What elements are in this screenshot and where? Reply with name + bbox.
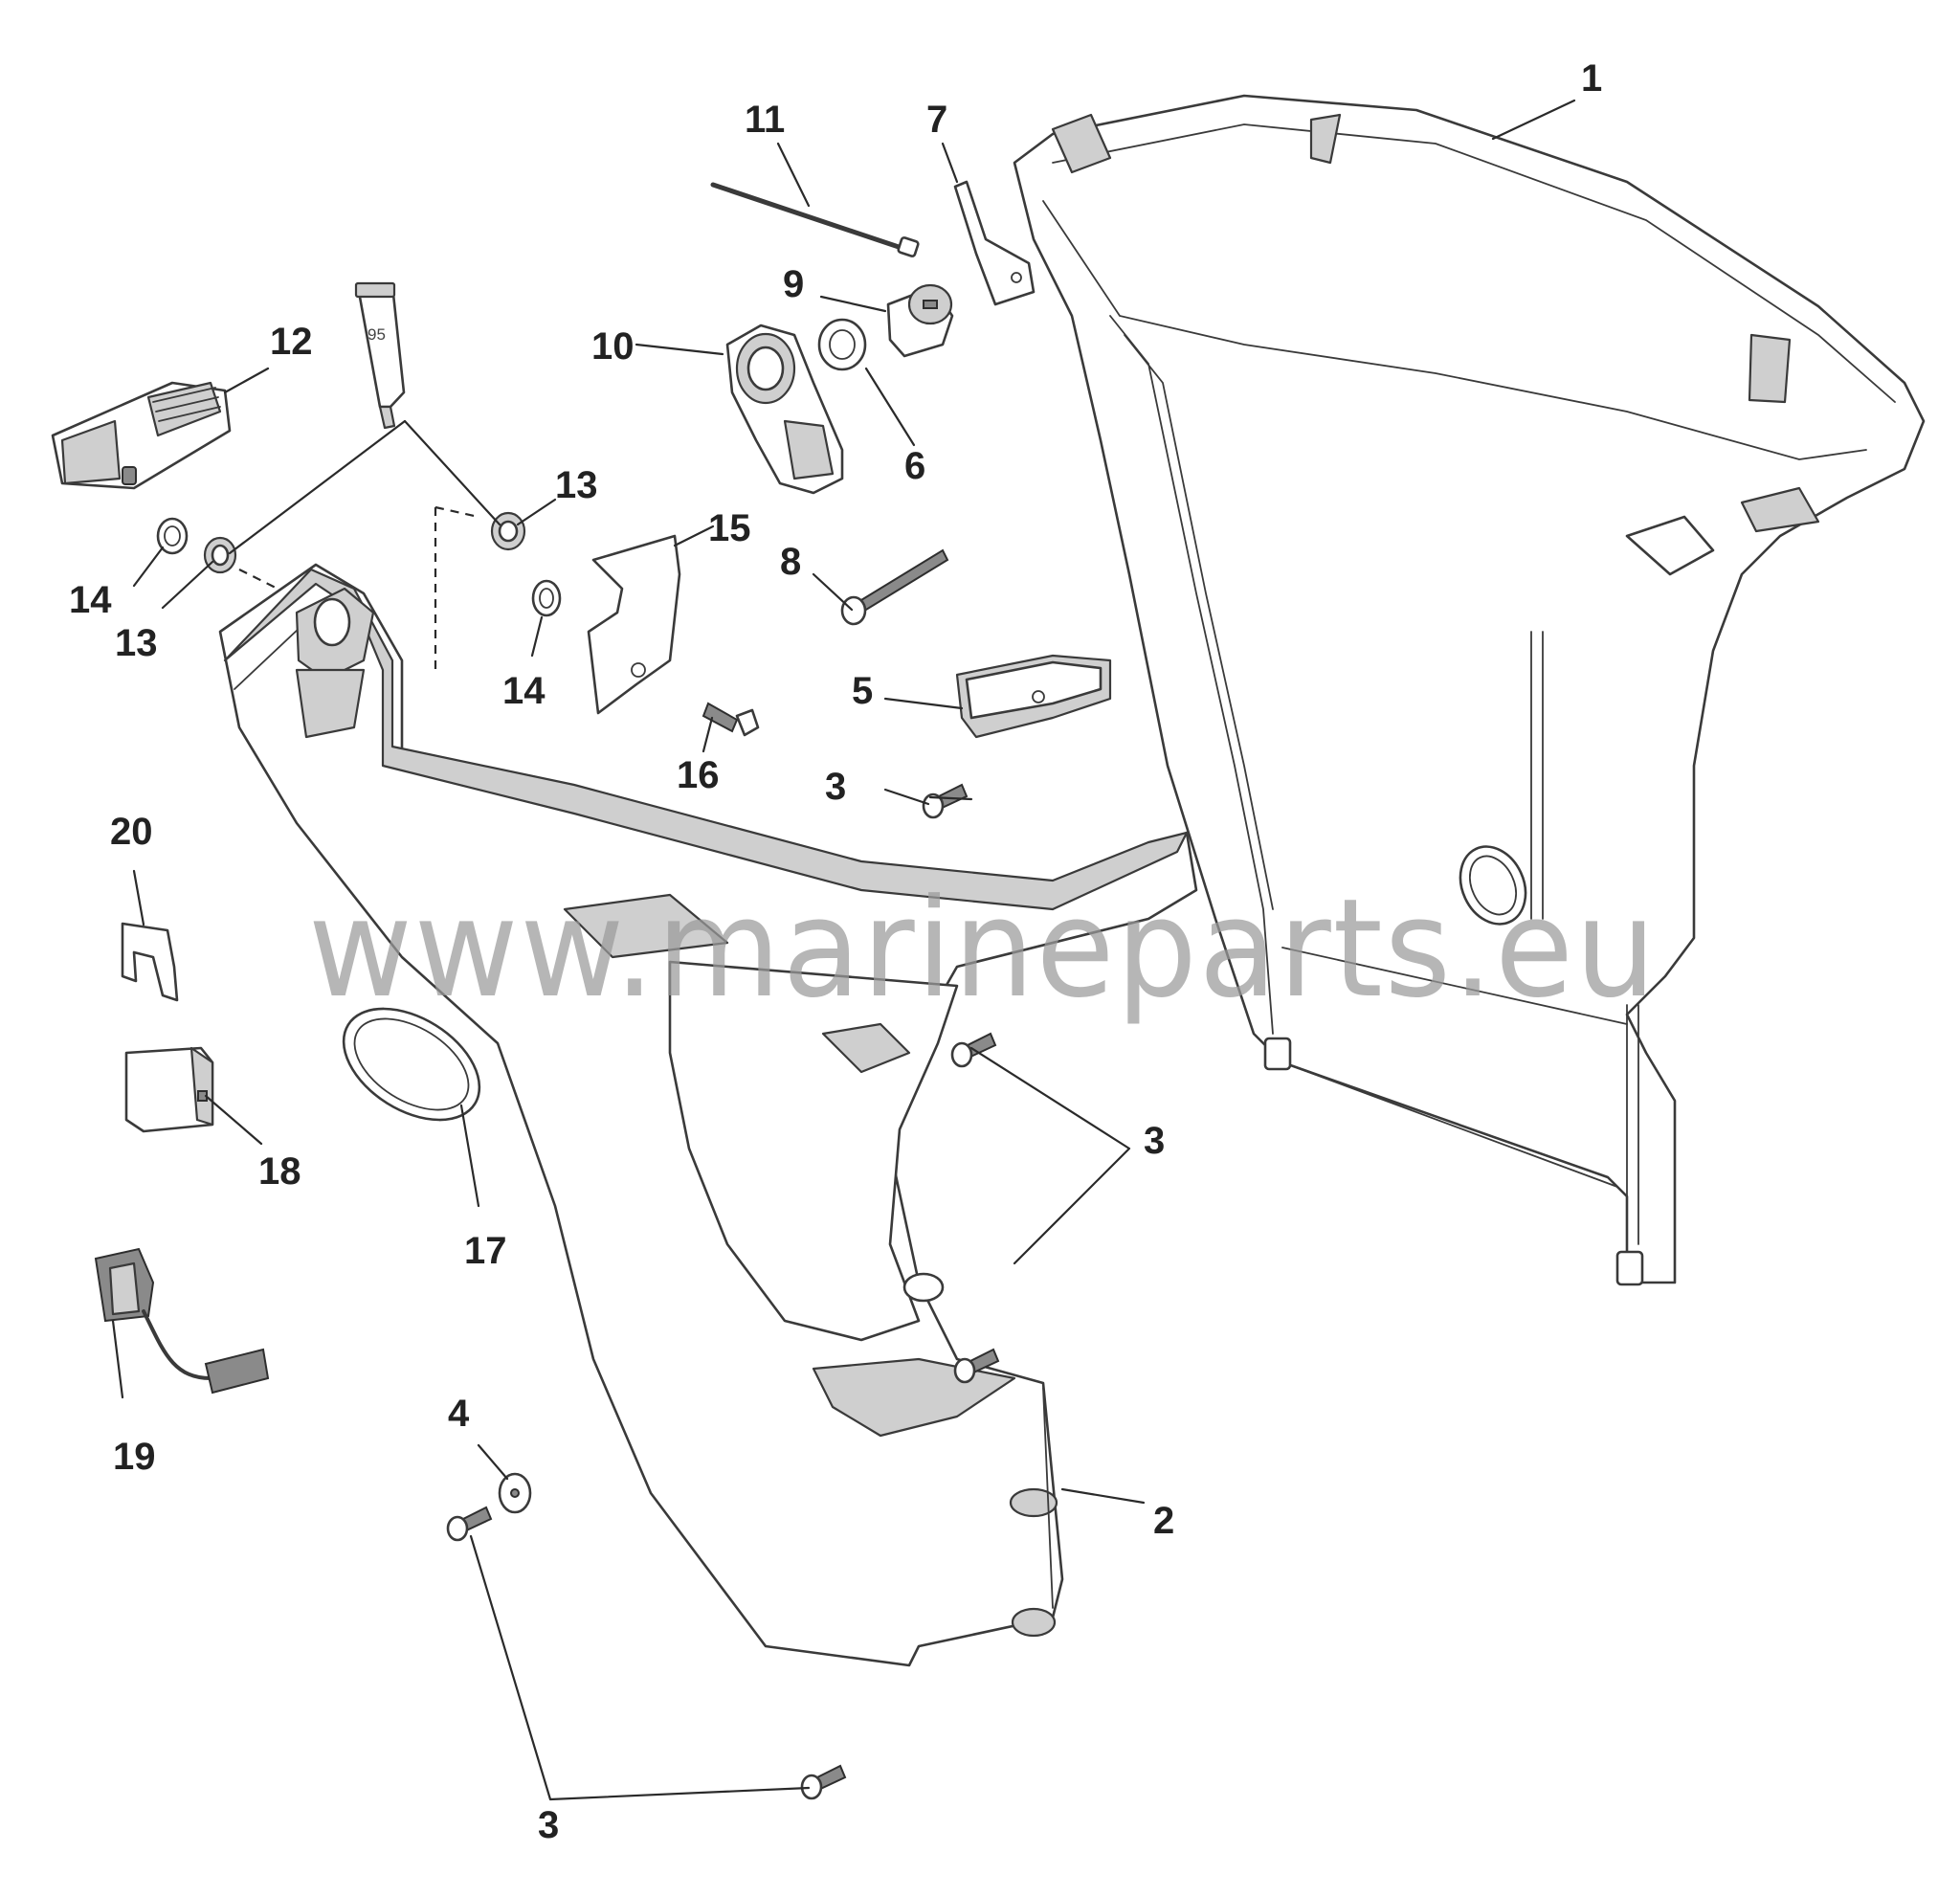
part-9-plug bbox=[886, 283, 954, 358]
callout-3-bottom: 3 bbox=[538, 1804, 559, 1846]
part-10-adapter bbox=[725, 324, 844, 495]
callout-13-right: 13 bbox=[555, 464, 598, 506]
callout-12: 12 bbox=[270, 321, 313, 363]
tube-label: 95 bbox=[368, 325, 386, 344]
part-3-screws bbox=[446, 783, 1000, 1800]
callout-8: 8 bbox=[780, 541, 801, 583]
part-15-plate bbox=[587, 534, 681, 715]
part-7-bracket bbox=[953, 180, 1036, 306]
callout-15: 15 bbox=[708, 507, 751, 549]
callout-17: 17 bbox=[464, 1230, 507, 1272]
callout-20: 20 bbox=[110, 811, 153, 853]
callout-14-right: 14 bbox=[502, 670, 546, 712]
part-19-harness bbox=[94, 1247, 270, 1395]
callout-2: 2 bbox=[1153, 1500, 1174, 1542]
callout-5: 5 bbox=[852, 670, 873, 712]
part-13-grommet-b bbox=[490, 511, 526, 551]
callout-6: 6 bbox=[904, 445, 925, 487]
part-5-cover-plate bbox=[955, 654, 1112, 739]
part-2-lower-chaps bbox=[218, 563, 1198, 1667]
part-17-oval-cover bbox=[342, 1007, 481, 1122]
callout-1: 1 bbox=[1581, 57, 1602, 100]
part-1-upper-chaps bbox=[1013, 94, 1926, 1286]
callout-9: 9 bbox=[783, 263, 804, 305]
callout-4: 4 bbox=[448, 1393, 470, 1435]
part-16-bolt bbox=[702, 702, 760, 737]
screw-e bbox=[800, 1764, 847, 1800]
callout-19: 19 bbox=[113, 1436, 156, 1478]
part-8-bolt bbox=[840, 548, 949, 626]
callout-18: 18 bbox=[258, 1150, 301, 1193]
callout-3-upper: 3 bbox=[825, 766, 846, 808]
part-20-clip bbox=[121, 922, 179, 1002]
callout-3-right: 3 bbox=[1144, 1120, 1165, 1162]
callout-11: 11 bbox=[745, 99, 785, 141]
screw-c bbox=[953, 1348, 1000, 1384]
part-14-oring-b bbox=[531, 579, 562, 617]
callout-7: 7 bbox=[926, 99, 947, 141]
part-6-grommet bbox=[817, 318, 867, 371]
callout-13-left: 13 bbox=[115, 622, 158, 664]
part-14-oring-a bbox=[156, 517, 189, 555]
callout-14-left: 14 bbox=[69, 579, 112, 621]
sealant-tube-95: 95 bbox=[354, 281, 406, 430]
part-13-grommet-a bbox=[203, 536, 237, 574]
screw-d bbox=[446, 1506, 493, 1542]
part-18-switch bbox=[124, 1046, 214, 1133]
screw-b bbox=[950, 1032, 997, 1068]
screw-a bbox=[922, 783, 969, 819]
callout-labels: 1 2 3 3 3 4 5 6 7 8 9 10 11 12 13 13 14 … bbox=[69, 57, 1602, 1846]
callout-10: 10 bbox=[591, 325, 635, 368]
part-11-cable-tie bbox=[710, 182, 920, 257]
part-12-handle bbox=[51, 381, 232, 490]
watermark-text: www.marineparts.eu bbox=[308, 870, 1658, 1028]
leader-lines bbox=[111, 99, 1576, 1801]
callout-16: 16 bbox=[677, 754, 720, 796]
part-4-washer bbox=[498, 1472, 532, 1514]
